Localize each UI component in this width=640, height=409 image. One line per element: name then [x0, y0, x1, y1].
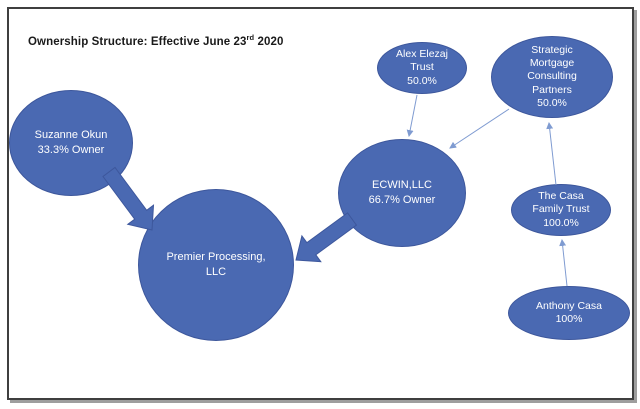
node-label-line: 50.0% — [537, 96, 567, 109]
diagram-frame — [7, 7, 634, 400]
diagram-title: Ownership Structure: Effective June 23rd… — [28, 33, 284, 48]
node-label-line: 100.0% — [543, 216, 579, 229]
node-label-line: 66.7% Owner — [368, 194, 436, 206]
title-suffix: 2020 — [254, 36, 284, 48]
node-label-line: Partners — [532, 83, 572, 96]
node-label-line: Consulting — [527, 70, 577, 83]
node-label-line: The Casa — [538, 190, 584, 203]
node-label-line: ECWIN,LLC — [372, 179, 432, 192]
node-label-line: 33.3% Owner — [37, 144, 105, 156]
node-label-line: Suzanne Okun — [34, 129, 108, 142]
node-label-line: 100% — [555, 313, 583, 325]
node-label-line: Anthony Casa — [536, 299, 602, 312]
node-premier-processing: Premier Processing, LLC — [138, 189, 294, 341]
node-label-line: 50.0% — [407, 74, 437, 87]
title-superscript: rd — [246, 33, 255, 43]
node-label-line: LLC — [205, 266, 227, 278]
node-anthony-casa: Anthony Casa 100% — [508, 286, 630, 340]
node-casa-family-trust: The Casa Family Trust 100.0% — [511, 184, 611, 236]
node-label-line: Alex Elezaj — [396, 48, 448, 61]
node-ecwin-llc: ECWIN,LLC 66.7% Owner — [338, 139, 466, 247]
node-label-line: Family Trust — [532, 203, 590, 216]
node-label-line: Mortgage — [529, 57, 575, 70]
node-alex-elezaj-trust: Alex Elezaj Trust 50.0% — [377, 42, 467, 94]
node-label-line: Trust — [410, 61, 434, 74]
node-label-line: Strategic — [531, 44, 573, 57]
node-label-line: Premier Processing, — [166, 251, 266, 264]
node-suzanne-okun: Suzanne Okun 33.3% Owner — [9, 90, 133, 196]
title-prefix: Ownership Structure: Effective June 23 — [28, 36, 247, 48]
node-strategic-mortgage-consulting-partners: Strategic Mortgage Consulting Partners 5… — [491, 36, 613, 118]
